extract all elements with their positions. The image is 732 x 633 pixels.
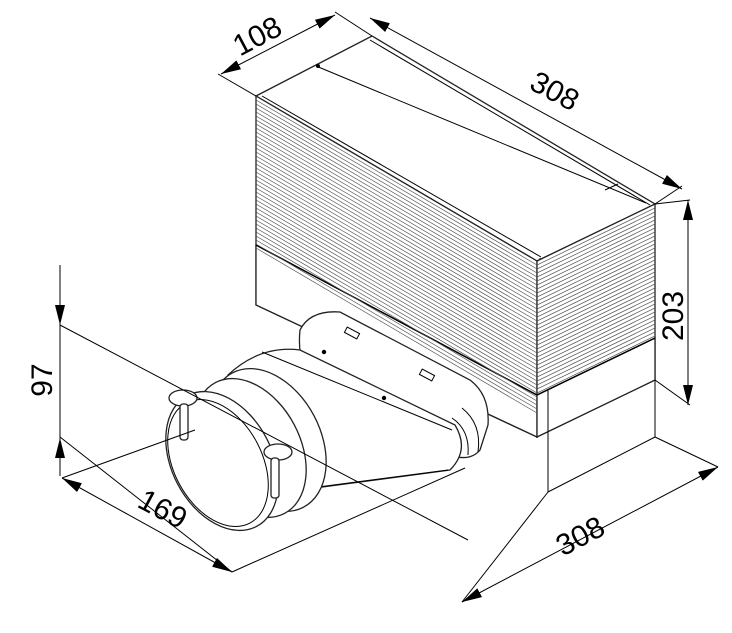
louver-slat (256, 235, 537, 402)
dim-depth-label: 108 (228, 10, 288, 63)
louver-slat (256, 159, 537, 326)
dim-width-top-label: 308 (525, 65, 585, 118)
dim-spigot-height-label: 97 (26, 363, 59, 396)
louver-slat (256, 135, 537, 302)
louver-slat (256, 207, 537, 374)
louver-slat (537, 251, 655, 310)
louver-slat (256, 215, 537, 382)
louver-slat (256, 107, 537, 274)
louver-slat (256, 139, 537, 306)
screw-icon (316, 64, 320, 68)
louver-slat (537, 295, 655, 354)
dim-height-label: 203 (657, 291, 690, 341)
louver-slat (256, 211, 537, 378)
louver-slat (256, 111, 537, 278)
louver-slat (537, 267, 655, 326)
louver-slat (537, 331, 655, 390)
dim-width-top-line (369, 17, 683, 190)
louver-slat (537, 307, 655, 366)
louver-slat (537, 287, 655, 346)
louver-slat (256, 127, 537, 294)
louver-slat (256, 179, 537, 346)
louver-slat (256, 167, 537, 334)
louver-slat (537, 327, 655, 386)
louver-slat (537, 211, 655, 270)
louver-slat (256, 131, 537, 298)
louver-slat (256, 155, 537, 322)
louver-slat (256, 227, 537, 394)
louver-slat (537, 227, 655, 286)
louver-slat (256, 151, 537, 318)
screw-icon (381, 395, 387, 401)
louver-slat (256, 115, 537, 282)
screw-icon (321, 349, 327, 355)
plenum-box (254, 35, 657, 493)
louver-slat (537, 319, 655, 378)
dim-depth-line (220, 14, 336, 75)
dim-width-bottom-label: 308 (551, 510, 611, 563)
louver-slat (537, 303, 655, 362)
louver-slat (256, 191, 537, 358)
louver-slat (256, 219, 537, 386)
louver-slat (256, 199, 537, 366)
louver-slat (537, 235, 655, 294)
louver-slat (256, 171, 537, 338)
louver-slat (256, 163, 537, 330)
louver-slat (537, 271, 655, 330)
louver-slat (256, 231, 537, 398)
louver-slat (256, 119, 537, 286)
louver-slat (256, 147, 537, 314)
louver-slat (256, 187, 537, 354)
louver-slat (537, 219, 655, 278)
louver-slat (256, 247, 537, 414)
louver-grille-side (537, 207, 655, 394)
louver-slat (537, 259, 655, 318)
louver-slat (537, 207, 655, 266)
louver-slat (256, 203, 537, 370)
louver-slat (537, 231, 655, 290)
louver-slat (537, 223, 655, 282)
louver-slat (537, 263, 655, 322)
louver-slat (537, 283, 655, 342)
louver-slat (256, 223, 537, 390)
louver-slat (256, 175, 537, 342)
louver-slat (537, 275, 655, 334)
louver-slat (256, 183, 537, 350)
louver-slat (537, 311, 655, 370)
dim-width-bottom-line (461, 466, 719, 603)
louver-slat (537, 215, 655, 274)
louver-slat (256, 243, 537, 410)
louver-slat (537, 291, 655, 350)
louver-slat (537, 247, 655, 306)
dimension-lines (55, 11, 719, 603)
louver-slat (537, 335, 655, 394)
dim-spigot-length-line (61, 477, 233, 573)
louver-slat (256, 195, 537, 362)
louver-slat (537, 243, 655, 302)
round-spigot (165, 311, 489, 532)
louver-slat (537, 279, 655, 338)
louver-slat (256, 123, 537, 290)
louver-slat (537, 323, 655, 382)
louver-slat (256, 143, 537, 310)
louver-slat (537, 315, 655, 374)
louver-slat (537, 255, 655, 314)
louver-slat (537, 299, 655, 358)
louver-slat (256, 239, 537, 406)
louver-slat (537, 239, 655, 298)
